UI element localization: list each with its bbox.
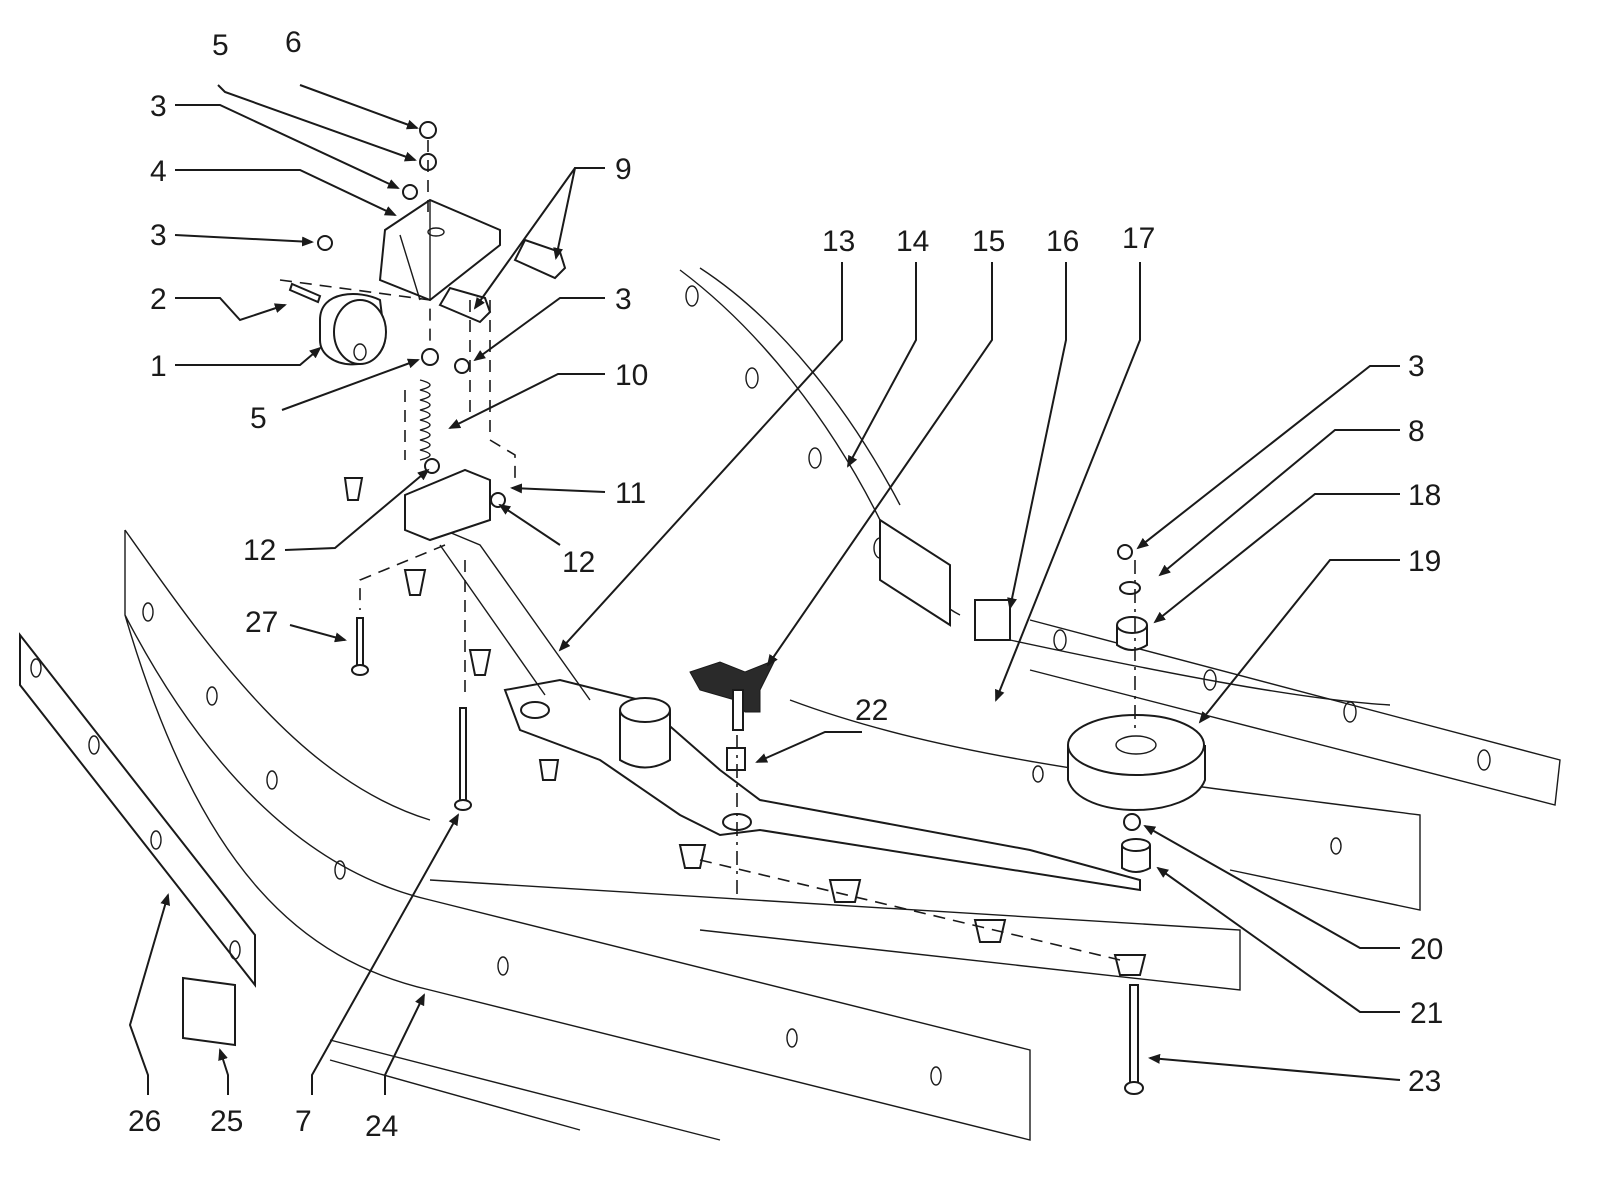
callout-25: 25: [210, 1105, 243, 1138]
callout-14: 14: [896, 225, 929, 258]
callout-27: 27: [245, 606, 278, 639]
idler-arm: [419, 519, 1141, 892]
callout-3-left: 3: [150, 219, 167, 252]
callout-6: 6: [285, 26, 302, 59]
callout-8: 8: [1408, 415, 1425, 448]
callout-12-right: 12: [562, 546, 595, 579]
callout-3-right: 3: [1408, 350, 1425, 383]
callout-4: 4: [150, 155, 167, 188]
clip: [404, 468, 491, 542]
bracket: [378, 198, 501, 302]
callout-labels: 6 5 3 4 3 2 1 5 9 3 10 11 12 12 27 13 14…: [128, 26, 1443, 1143]
callout-13: 13: [822, 225, 855, 258]
pulley: [1067, 714, 1206, 811]
callout-24: 24: [365, 1110, 398, 1143]
callout-18: 18: [1408, 479, 1441, 512]
callout-10: 10: [615, 359, 648, 392]
callout-20: 20: [1410, 933, 1443, 966]
callout-11: 11: [615, 477, 646, 510]
callout-19: 19: [1408, 545, 1441, 578]
callout-3-top: 3: [150, 90, 167, 123]
callout-16: 16: [1046, 225, 1079, 258]
callout-12-left: 12: [243, 534, 276, 567]
callout-22: 22: [855, 694, 888, 727]
callout-1: 1: [150, 350, 167, 383]
callout-9: 9: [615, 153, 632, 186]
mower-deck-frame: [19, 267, 1561, 1141]
spring: [419, 379, 431, 461]
callout-7: 7: [295, 1105, 312, 1138]
callout-17: 17: [1122, 222, 1155, 255]
assembly-center-lines: [279, 140, 1136, 961]
leader-lines: [128, 84, 1401, 1095]
callout-26: 26: [128, 1105, 161, 1138]
callout-5-top: 5: [212, 29, 229, 62]
roller-wheel: [319, 293, 387, 366]
knob: [689, 659, 777, 731]
callout-5-lower: 5: [250, 402, 267, 435]
callout-2: 2: [150, 283, 167, 316]
hardware: [182, 121, 1151, 1095]
callout-15: 15: [972, 225, 1005, 258]
callout-3-mid: 3: [615, 283, 632, 316]
callout-21: 21: [1410, 997, 1443, 1030]
callout-23: 23: [1408, 1065, 1441, 1098]
